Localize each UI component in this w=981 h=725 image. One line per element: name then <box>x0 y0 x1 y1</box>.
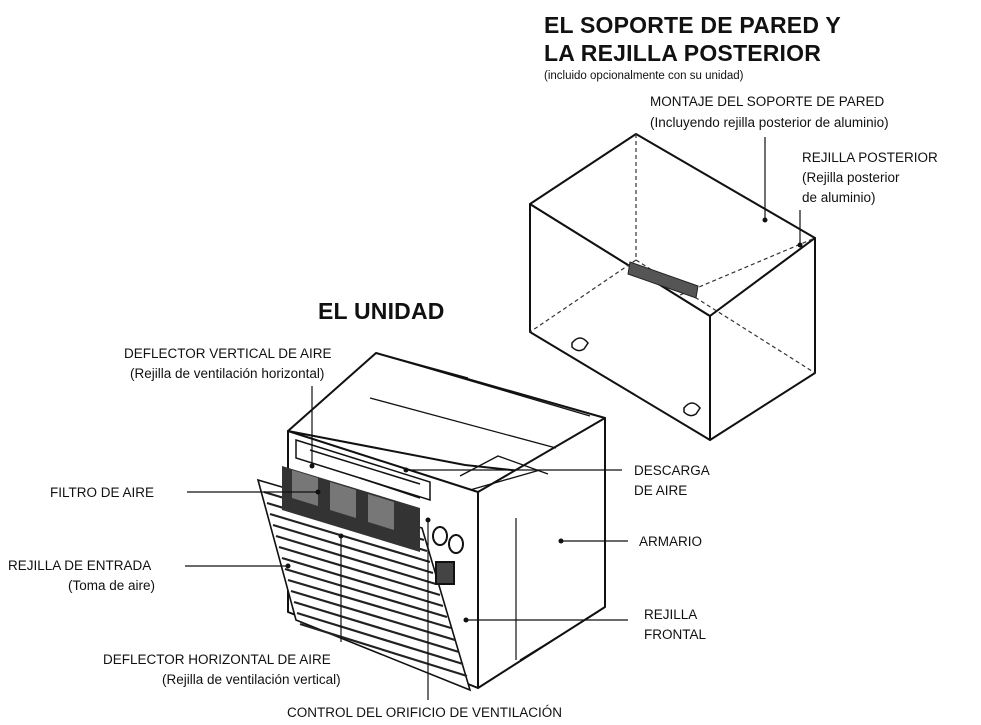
wall-sleeve-hidden-edges <box>529 134 816 374</box>
label-descarga-line1: DESCARGA <box>634 463 710 478</box>
label-filtro: FILTRO DE AIRE <box>50 485 155 500</box>
wall-sleeve-subtitle: (incluido opcionalmente con su unidad) <box>544 70 744 82</box>
label-armario: ARMARIO <box>639 534 703 549</box>
label-rejilla-posterior-line1: REJILLA POSTERIOR <box>802 150 938 165</box>
label-montaje-line2: (Incluyendo rejilla posterior de alumini… <box>650 115 889 130</box>
control-knobs <box>432 526 464 585</box>
label-rejilla-frontal-line1: REJILLA <box>644 607 698 622</box>
label-deflector-vertical-line1: DEFLECTOR VERTICAL DE AIRE <box>124 346 332 361</box>
air-filter-mesh <box>282 466 420 552</box>
label-rejilla-entrada-line2: (Toma de aire) <box>68 578 156 593</box>
label-deflector-vertical-line2: (Rejilla de ventilación horizontal) <box>130 366 325 381</box>
wall-sleeve-box <box>529 133 816 441</box>
label-deflector-horizontal-line1: DEFLECTOR HORIZONTAL DE AIRE <box>103 652 331 667</box>
ac-top-details <box>369 352 591 491</box>
discharge-vent <box>295 438 431 502</box>
rear-grille-louvers <box>627 261 699 299</box>
label-rejilla-posterior-line3: de aluminio) <box>802 190 876 205</box>
label-rejilla-posterior-line2: (Rejilla posterior <box>802 170 900 185</box>
label-descarga-line2: DE AIRE <box>634 483 688 498</box>
label-montaje-line1: MONTAJE DEL SOPORTE DE PARED <box>650 94 885 109</box>
label-rejilla-entrada-line1: REJILLA DE ENTRADA <box>8 558 152 573</box>
leader-lines <box>185 137 801 700</box>
unit-title: EL UNIDAD <box>318 298 445 324</box>
label-rejilla-frontal-line2: FRONTAL <box>644 627 707 642</box>
wall-sleeve-title-line2: LA REJILLA POSTERIOR <box>544 40 822 66</box>
label-deflector-horizontal-line2: (Rejilla de ventilación vertical) <box>162 672 341 687</box>
leader-dots <box>285 217 803 623</box>
label-control-orificio: CONTROL DEL ORIFICIO DE VENTILACIÓN <box>287 705 563 720</box>
sleeve-feet <box>571 337 701 417</box>
wall-sleeve-title-line1: EL SOPORTE DE PARED Y <box>544 12 841 38</box>
